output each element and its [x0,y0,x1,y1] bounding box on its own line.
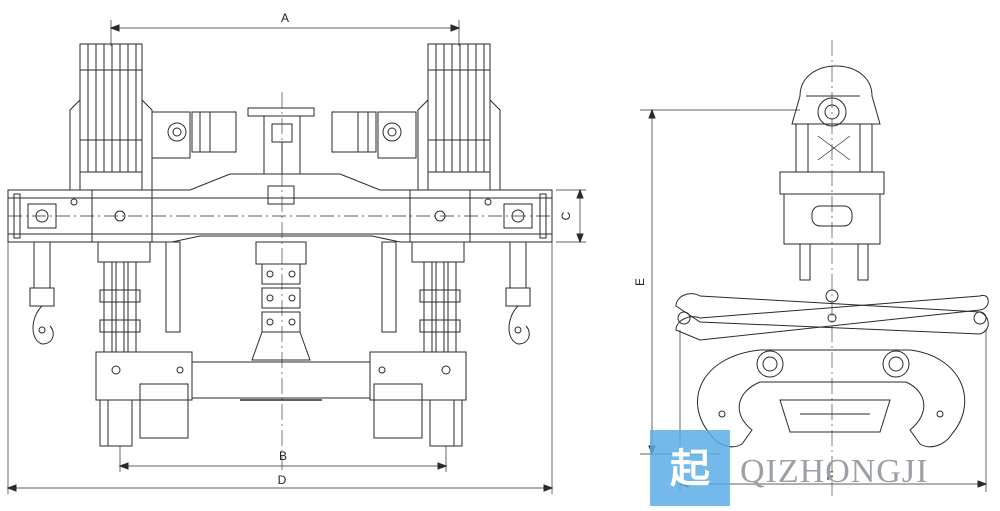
dimension-e-label: E [633,278,647,286]
dimension-d [6,242,554,494]
right-hook [505,242,531,345]
watermark-badge [650,430,730,506]
dimension-b-label: B [279,449,287,463]
watermark-text: QIZHONGJI [740,453,928,490]
left-chain-leg [97,241,151,353]
center-chain-column [251,241,311,361]
dimension-a [109,20,461,46]
side-view [640,40,989,496]
side-top-drum [791,65,881,127]
watermark-char: 起 [670,446,711,492]
watermark: 起 QIZHONGJI [650,430,928,506]
dimension-d-label: D [278,473,287,487]
right-chain-leg [411,241,465,353]
side-lower-clamp [696,349,966,448]
hanging-rods [165,241,397,333]
side-scissor-arms [675,293,989,341]
dimension-e [640,108,800,456]
left-hook [29,242,55,345]
dimension-c [556,188,586,244]
dimension-a-label: A [281,11,289,25]
dimension-c-label: C [559,211,573,220]
front-view [6,20,586,494]
right-drum-unit [331,43,501,191]
dimension-b [118,446,448,472]
main-beam [7,173,553,243]
center-top-mount [247,107,315,175]
dimension-f-label: F [826,469,833,483]
left-drum-unit [69,43,237,191]
lower-clamp-frame [95,351,467,447]
